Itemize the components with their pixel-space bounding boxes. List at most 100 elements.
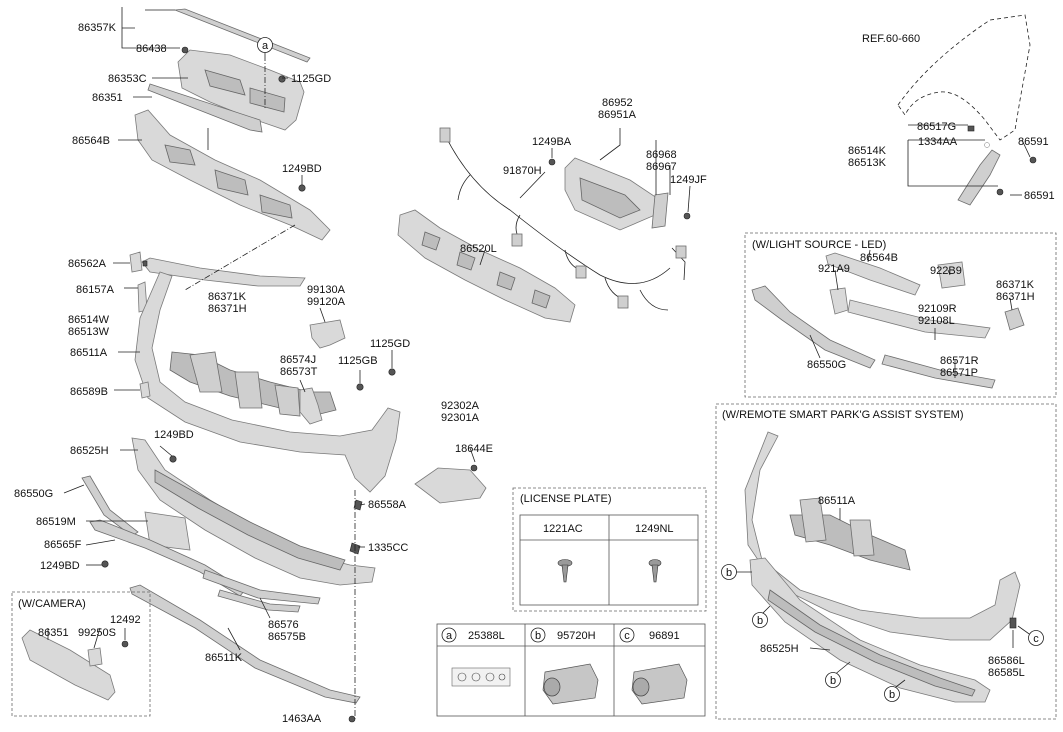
part-labels: 86357K 86438 86353C 1125GD 86351 86564B … [14,22,1055,725]
wiring-harness-91870H [444,134,686,311]
legend-a-code: 25388L [468,630,505,642]
label-led-86571P: 86571P [940,367,978,379]
bolt-1249BD-lower [101,560,109,568]
label-86575B: 86575B [268,631,306,643]
callout-b-4: b [884,686,900,702]
label-86591-upper: 86591 [1018,136,1049,148]
bolt-1125GD-top [278,75,286,83]
label-1221AC: 1221AC [543,523,583,535]
trim-86575B [217,589,301,613]
label-86351: 86351 [92,92,123,104]
rspa-box-title: (W/REMOTE SMART PARK'G ASSIST SYSTEM) [722,409,964,421]
legend-c-marker: c [624,630,630,642]
label-86967: 86967 [646,161,677,173]
svg-text:c: c [1033,633,1039,645]
harness-connector [675,245,687,259]
legend-a-marker: a [446,630,453,642]
legend-c-code: 96891 [649,630,680,642]
label-86525H: 86525H [70,445,109,457]
label-sticker-icon [451,667,511,687]
label-86558A: 86558A [368,499,407,511]
label-86513W: 86513W [68,326,110,338]
clip-86438 [181,46,189,54]
bracket-86589B [139,381,151,399]
led-option-box [744,232,1057,398]
strip-86351 [147,83,263,133]
fender-ref-outline [897,14,1031,141]
label-86514K: 86514K [848,145,887,157]
label-1335CC: 1335CC [368,542,408,554]
label-91870H: 91870H [503,165,542,177]
label-18644E: 18644E [455,443,493,455]
led-921A9 [829,287,849,315]
rspa-option-box [715,403,1057,720]
label-86438: 86438 [136,43,167,55]
clip-1463AA [348,715,356,723]
callout-b-2: b [752,612,768,628]
label-86589B: 86589B [70,386,108,398]
radar-bracket-detail [579,177,641,219]
upper-grille-detail [249,87,286,113]
legend-b-code: 95720H [557,630,596,642]
label-86574J: 86574J [280,354,316,366]
label-led-92108L: 92108L [918,315,955,327]
lamp-92302A [414,467,487,504]
label-86951A: 86951A [598,109,637,121]
label-86513K: 86513K [848,157,887,169]
label-rspa-86511A: 86511A [818,495,856,507]
label-86573T: 86573T [280,366,318,378]
bumper-brace [234,371,263,409]
label-1249BD-lower: 1249BD [40,560,80,572]
label-86514W: 86514W [68,314,110,326]
fender-bracket-86514K [957,149,1001,206]
label-86564B: 86564B [72,135,110,147]
harness-connector [511,233,523,247]
parking-sensor-icon-c [631,663,688,705]
bracket-detail [214,169,249,196]
cam-86351 [21,629,116,701]
label-86357K: 86357K [78,22,117,34]
label-rspa-86586L: 86586L [988,655,1025,667]
bumper-brace [189,351,223,393]
label-cam-12492: 12492 [110,614,141,626]
harness-connector [439,127,451,143]
lower-bumper-grille [154,469,346,571]
bracket-99130A [309,319,346,349]
bolt-1125GD [388,368,396,376]
upper-grille-detail [204,69,246,96]
leader-lines [47,7,1033,691]
led-86564B [825,252,921,296]
bracket-detail [259,194,293,219]
license-plate-title: (LICENSE PLATE) [520,493,612,505]
harness-connector [617,295,629,309]
clip-86562A [129,251,143,273]
label-led-922B9: 922B9 [930,265,962,277]
legend-header: a 25388L b 95720H c 96891 [441,627,680,643]
bracket-detail [164,144,196,166]
trim-86565F [89,519,246,597]
skid-strip-86511K [129,584,361,704]
label-1249BA: 1249BA [532,136,572,148]
label-1334AA: 1334AA [918,136,958,148]
absorber-86520L [397,209,576,323]
clip-1334AA [984,142,990,148]
bumper-brace [274,384,301,417]
callout-c: c [1028,630,1044,646]
label-86576: 86576 [268,619,299,631]
label-led-86571R: 86571R [940,355,979,367]
label-1125GB: 1125GB [338,355,378,367]
bolt-1249BD [169,455,177,463]
svg-text:a: a [262,40,269,52]
legend-b-marker: b [535,630,541,642]
license-bracket-86519M [144,511,191,551]
label-86562A: 86562A [68,258,107,270]
svg-text:b: b [830,675,836,687]
label-led-92109R: 92109R [918,303,957,315]
label-1463AA: 1463AA [282,713,322,725]
label-99130A: 99130A [307,284,346,296]
led-86371K [847,299,991,339]
screw-1249NL-icon [648,559,662,583]
label-led-921A9: 921A9 [818,263,850,275]
